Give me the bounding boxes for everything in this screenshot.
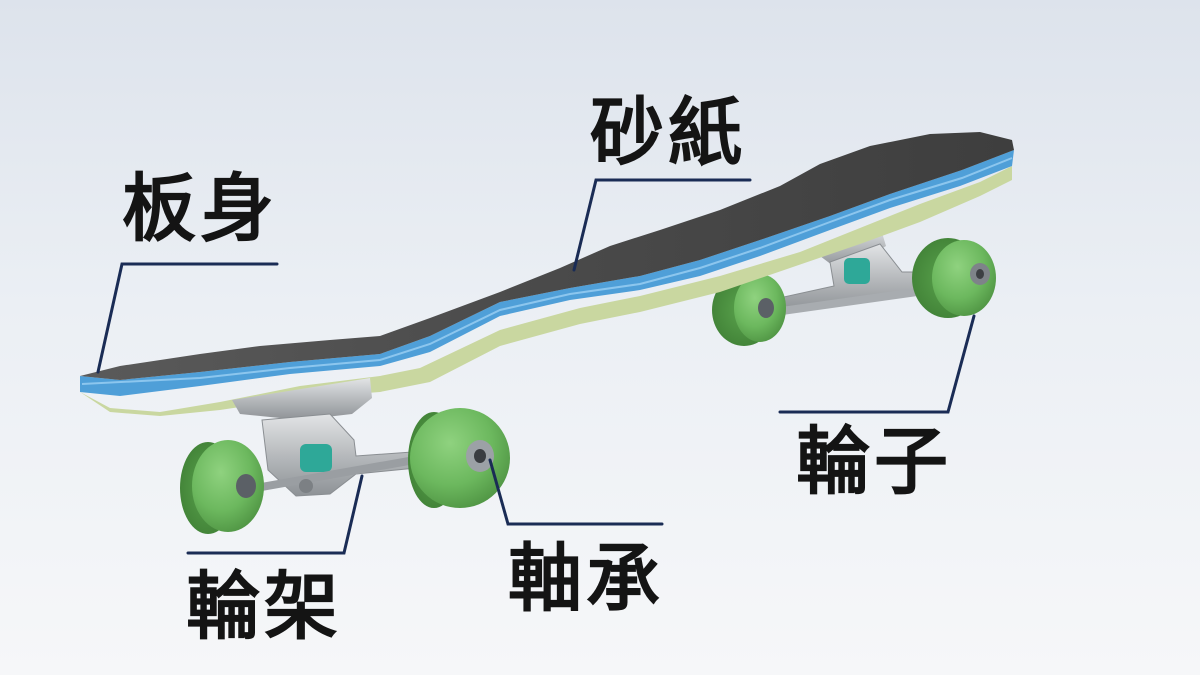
label-griptape: 砂紙 <box>590 90 746 176</box>
label-truck: 輪架 <box>186 564 342 650</box>
back-truck-axle <box>760 282 960 318</box>
leader-line-truck <box>186 474 364 555</box>
front-truck <box>232 378 429 497</box>
griptape-surface <box>80 132 1014 380</box>
front-right-wheel-icon <box>408 408 510 508</box>
back-right-wheel-icon <box>912 238 996 318</box>
label-deck: 板身 <box>122 166 278 252</box>
back-truck-bushing <box>844 258 870 284</box>
leader-line-wheel <box>778 314 976 414</box>
front-truck-bushing <box>300 444 332 472</box>
front-left-wheel-icon <box>180 440 264 534</box>
leader-lines <box>96 178 976 555</box>
longboard-deck-illustration <box>80 132 1014 416</box>
label-bearing: 軸承 <box>508 536 664 622</box>
label-wheel: 輪子 <box>796 419 952 505</box>
deck-blue-ply-stripe <box>81 157 1013 385</box>
kingpin-nut <box>299 479 313 493</box>
leader-line-bearing <box>488 458 664 526</box>
front-truck-axle <box>241 454 429 494</box>
front-truck-baseplate <box>232 378 372 420</box>
leader-line-deck <box>96 262 279 374</box>
back-left-wheel-icon <box>712 274 786 346</box>
leader-line-griptape <box>572 178 752 272</box>
